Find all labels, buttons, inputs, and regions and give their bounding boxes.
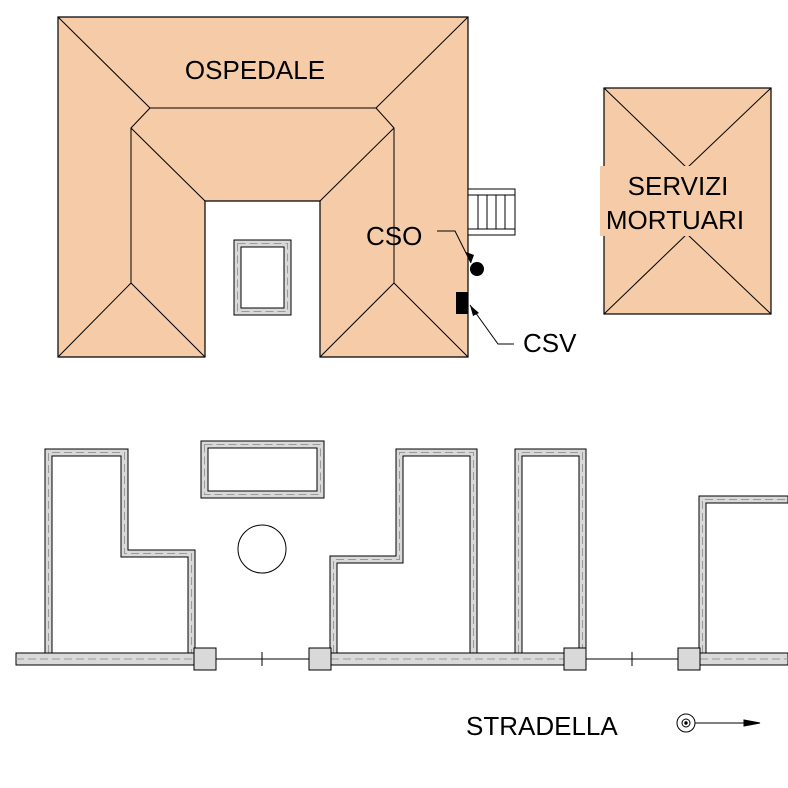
hospital-label: OSPEDALE [185, 55, 325, 85]
pillar [308, 647, 332, 671]
wall-structure-left [44, 448, 196, 654]
lower-structures [44, 440, 788, 654]
courtyard-planter [233, 239, 292, 316]
cso-marker: CSO [366, 221, 484, 276]
round-feature [237, 524, 287, 574]
direction-arrow-icon [676, 713, 761, 733]
wall-structure-middle [329, 448, 478, 654]
pillar [563, 647, 587, 671]
boundary-wall [15, 647, 788, 671]
mortuary-label-line1: SERVIZI [628, 171, 729, 201]
street-annotation: STRADELLA [466, 711, 761, 741]
wall-structure-right [698, 495, 788, 654]
wall-structure-narrow [514, 448, 587, 654]
wall-structure-rect [200, 440, 325, 499]
street-label: STRADELLA [466, 711, 618, 741]
pillar [677, 647, 701, 671]
cso-dot [470, 262, 484, 276]
hospital-roof-ridges [57, 16, 469, 358]
csv-marker: CSV [456, 292, 577, 358]
cso-label: CSO [366, 221, 422, 251]
hospital-building: OSPEDALE [57, 16, 469, 358]
csv-box [456, 292, 468, 314]
pillar [193, 647, 217, 671]
mortuary-building: SERVIZI MORTUARI [600, 87, 772, 315]
cso-leader [437, 230, 472, 264]
csv-label: CSV [523, 328, 577, 358]
csv-leader [469, 304, 514, 345]
stairs [467, 188, 516, 236]
mortuary-label-line2: MORTUARI [606, 205, 744, 235]
mortuary-roof-ridges [603, 87, 772, 315]
